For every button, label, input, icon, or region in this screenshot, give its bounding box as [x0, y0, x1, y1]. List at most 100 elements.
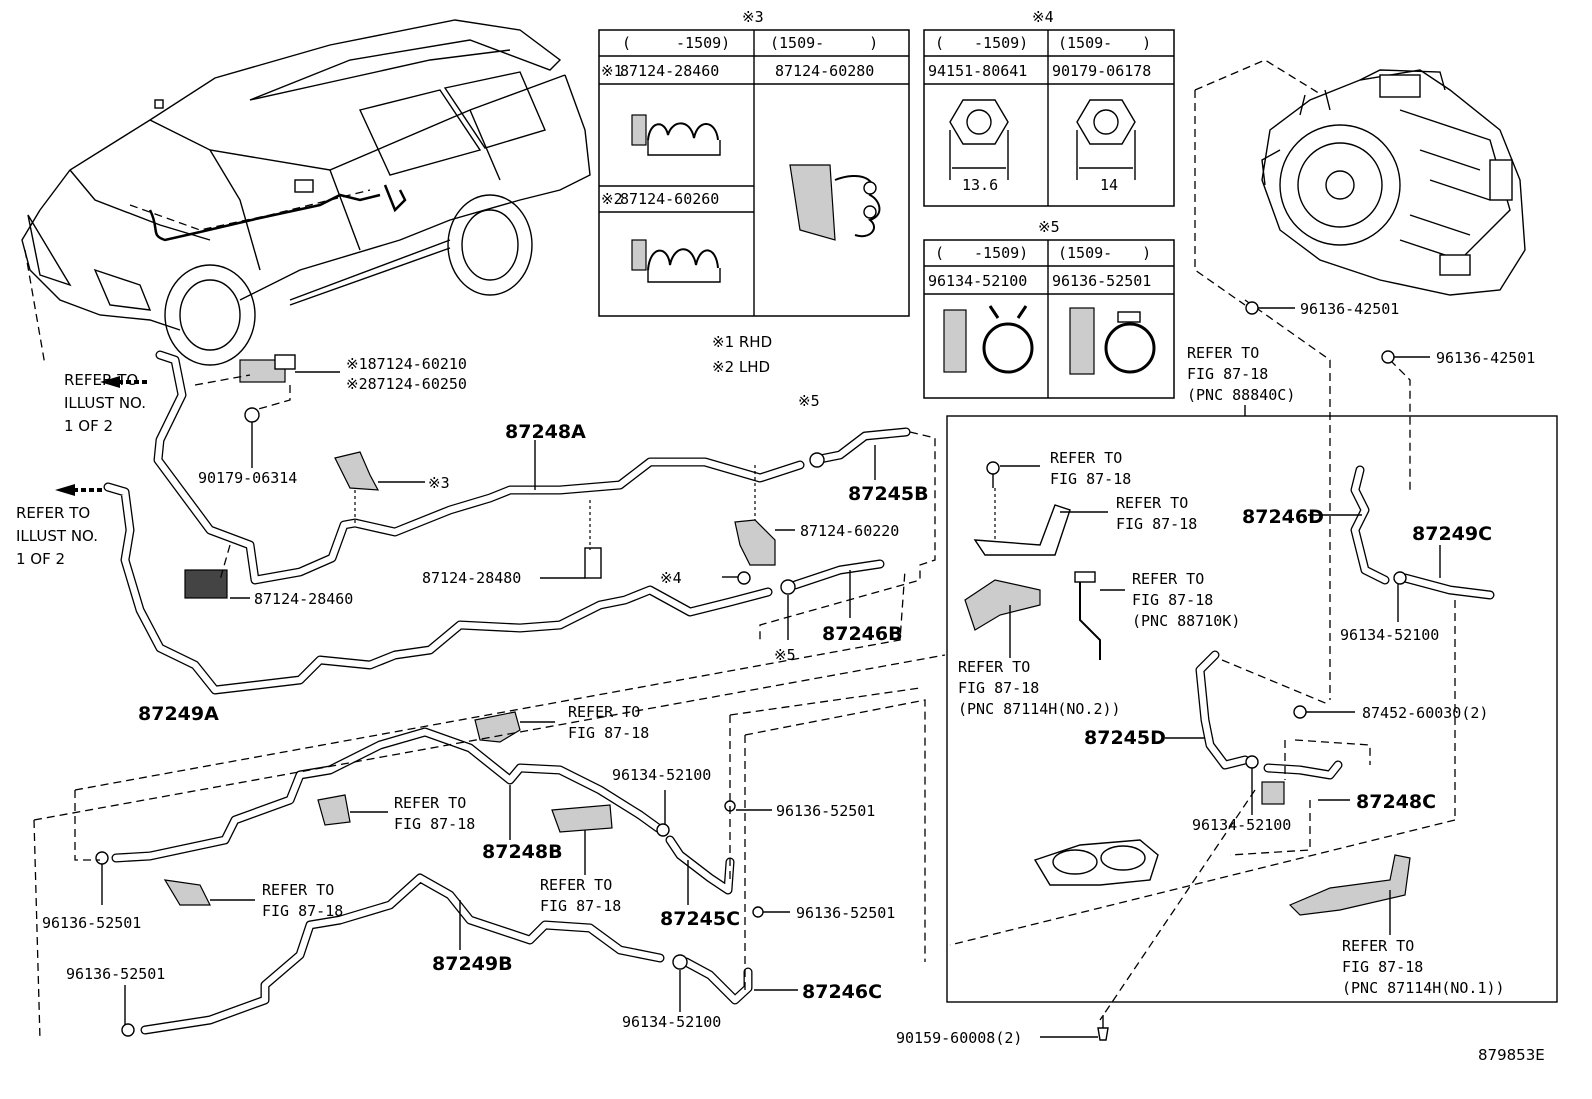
hose-clip-icon — [656, 823, 670, 837]
table-3: ※3 ( -1509) (1509- ) ※1 87124-28460 8712… — [598, 8, 910, 376]
table3-row2-part: 87124-60260 — [620, 190, 719, 208]
table3-col1-head: ( -1509) — [622, 34, 730, 52]
refer-fig-4-line: FIG 87-18 — [262, 902, 343, 920]
label-96134-52100-a: 96134-52100 — [612, 766, 711, 784]
refer-fig-8-line: FIG 87-18 — [1132, 591, 1213, 609]
clip-icon — [1293, 705, 1307, 719]
label-87124-60250: ※287124-60250 — [346, 375, 467, 393]
label-87452-60030: 87452-60030(2) — [1362, 704, 1488, 722]
label-pnc-88840C: (PNC 88840C) — [1187, 386, 1295, 404]
refer-fig-2-line: FIG 87-18 — [394, 815, 475, 833]
table-4: ※4 ( -1509) (1509- ) 94151-80641 90179-0… — [923, 8, 1175, 207]
refer-fig-6-line: FIG 87-18 — [1050, 470, 1131, 488]
hose-clip-icon — [672, 954, 688, 970]
clamp-icon — [734, 519, 776, 566]
vehicle-illustration — [21, 19, 591, 366]
refer-fig-10: REFER TO — [1342, 937, 1414, 955]
refer-fig-8: REFER TO — [1132, 570, 1204, 588]
label-90179-06314: 90179-06314 — [198, 469, 297, 487]
table5-col1-part: 96134-52100 — [928, 272, 1027, 290]
refer-fig-9-line: FIG 87-18 — [958, 679, 1039, 697]
label-87249A: 87249A — [138, 703, 219, 725]
hose-clip-icon — [1245, 755, 1259, 769]
clamp-icon — [474, 711, 521, 743]
label-87249C: 87249C — [1412, 523, 1492, 545]
label-87246C: 87246C — [802, 981, 882, 1003]
group-lines — [33, 374, 1456, 1041]
arrow-left-icon — [55, 484, 103, 496]
clip-icon — [1245, 301, 1259, 315]
nut-icon — [244, 407, 260, 423]
hose-clip-icon — [943, 305, 1034, 374]
lhd-note: ※2 LHD — [712, 358, 770, 376]
refer-fig-2: REFER TO — [394, 794, 466, 812]
clamp-icon — [317, 794, 351, 826]
clamp-icon — [163, 879, 211, 906]
refer-fig-3: REFER TO — [540, 876, 612, 894]
label-87124-60210: ※187124-60210 — [346, 355, 467, 373]
label-87249B: 87249B — [432, 953, 513, 975]
refer-illust-line2: ILLUST NO. — [64, 394, 146, 412]
label-96136-52501-a: 96136-52501 — [42, 914, 141, 932]
refer-fig-4: REFER TO — [262, 881, 334, 899]
nut-icon — [737, 571, 751, 585]
label-mark3: ※3 — [428, 474, 450, 492]
duct-icon — [1033, 839, 1159, 886]
nut-icon — [949, 99, 1009, 180]
label-mark5b: ※5 — [774, 646, 796, 664]
refer-fig-1: REFER TO — [568, 703, 640, 721]
bolt-icon — [986, 461, 1000, 488]
arrow-left-icon — [100, 376, 150, 388]
table4-col2-dim: 14 — [1100, 176, 1118, 194]
hose-clip-icon — [752, 906, 764, 918]
hose-clip-icon — [95, 851, 109, 865]
label-87245C: 87245C — [660, 908, 740, 930]
refer-illust-line2b: ILLUST NO. — [16, 527, 98, 545]
hose-clip-icon — [121, 1023, 135, 1037]
bracket-icon — [964, 579, 1041, 631]
label-87245B: 87245B — [848, 483, 929, 505]
label-mark4: ※4 — [660, 569, 682, 587]
hose-87248A — [153, 350, 805, 585]
label-96134-52100-c: 96134-52100 — [1340, 626, 1439, 644]
clamp-icon — [551, 804, 613, 833]
refer-fig-7: REFER TO — [1116, 494, 1188, 512]
bolt-icon — [1097, 1015, 1109, 1041]
refer-fig-7-line: FIG 87-18 — [1116, 515, 1197, 533]
sensor-icon — [1074, 571, 1101, 660]
clamp-icon — [631, 114, 721, 156]
rhd-note: ※1 RHD — [712, 333, 772, 351]
refer-illust-line1: REFER TO — [64, 371, 138, 389]
label-96134-52100-d: 96134-52100 — [1192, 816, 1291, 834]
hvac-unit — [1194, 59, 1526, 700]
assembly-frame — [946, 415, 1558, 1003]
table3-mark: ※3 — [742, 8, 764, 26]
label-90159-60008: 90159-60008(2) — [896, 1029, 1022, 1047]
hose-clip-icon — [1069, 307, 1156, 375]
refer-illust-line3b: 1 OF 2 — [16, 550, 65, 568]
refer-illust-line1b: REFER TO — [16, 504, 90, 522]
table4-col1-part: 94151-80641 — [928, 62, 1027, 80]
refer-fig-1-line: FIG 87-18 — [568, 724, 649, 742]
table3-row1-part: 87124-28460 — [620, 62, 719, 80]
clamp-icon — [334, 451, 380, 491]
clip-icon — [584, 547, 602, 579]
label-87245D: 87245D — [1084, 727, 1166, 749]
figure-code: 879853E — [1478, 1046, 1545, 1064]
hose-clip-icon — [809, 452, 825, 468]
table5-col1-head: ( -1509) — [935, 244, 1028, 262]
label-pnc-87114H-no1: (PNC 87114H(NO.1)) — [1342, 979, 1505, 997]
refer-fig-6: REFER TO — [1050, 449, 1122, 467]
table4-col2-part: 90179-06178 — [1052, 62, 1151, 80]
table3-row1-mark: ※1 — [601, 62, 623, 80]
clamp-icon — [184, 569, 228, 599]
table-5: ※5 ( -1509) (1509- ) 96134-52100 96136-5… — [923, 218, 1175, 399]
table4-col1-dim: 13.6 — [962, 176, 998, 194]
label-pnc-87114H-no2: (PNC 87114H(NO.2)) — [958, 700, 1121, 718]
labels: ※187124-60210 ※287124-60250 REFER TO ILL… — [16, 300, 1545, 1064]
refer-fig-5: REFER TO — [1187, 344, 1259, 362]
nut-icon — [1076, 99, 1136, 180]
label-87248C: 87248C — [1356, 791, 1436, 813]
bracket-icon — [973, 504, 1071, 556]
